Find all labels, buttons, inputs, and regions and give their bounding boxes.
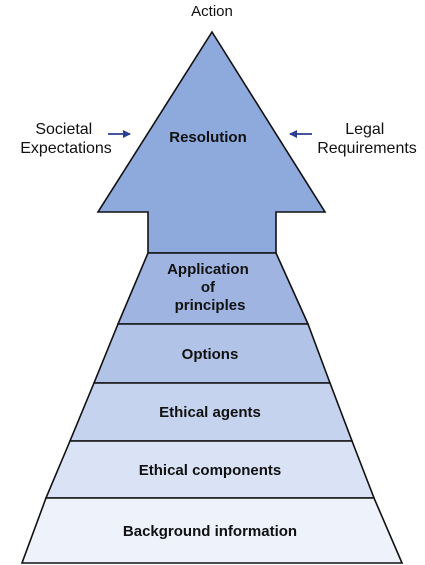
layer-background-information <box>20 497 404 564</box>
ethical-components-label: Ethical components <box>139 462 282 479</box>
action-label: Action <box>191 3 233 20</box>
legal-requirements-label: Legal Requirements <box>317 121 417 157</box>
application-of-principles-label: Application of principles <box>167 261 253 314</box>
options-label: Options <box>182 346 239 363</box>
background-information-label: Background information <box>123 523 297 540</box>
societal-expectations-label: Societal Expectations <box>20 121 112 157</box>
resolution-label: Resolution <box>169 129 247 146</box>
ethical-agents-label: Ethical agents <box>159 404 261 421</box>
